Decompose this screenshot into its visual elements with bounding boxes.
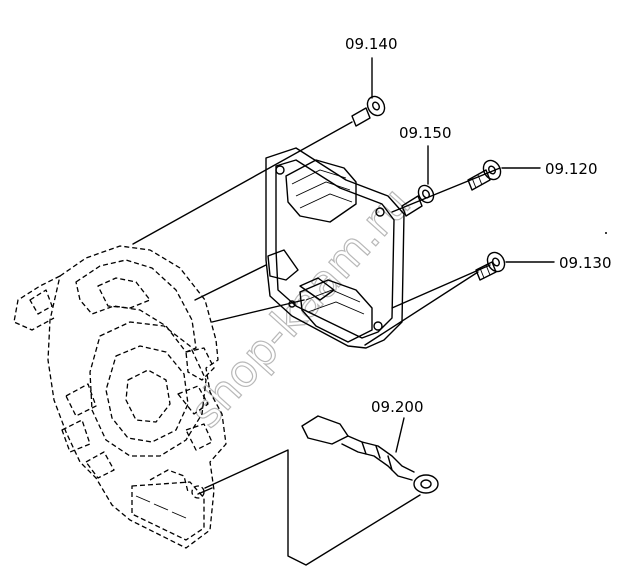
- housing-frame: [13, 245, 227, 549]
- screw-09150: [401, 184, 435, 217]
- screw-09130: [475, 251, 506, 281]
- label-09140: 09.140: [345, 35, 398, 53]
- label-09200: 09.200: [371, 398, 424, 416]
- screw-09140: [351, 95, 386, 127]
- leader-lines: [371, 57, 607, 453]
- short-circuit-wire: [301, 415, 439, 494]
- label-09130: 09.130: [559, 254, 612, 272]
- label-09120: 09.120: [545, 160, 598, 178]
- label-09150: 09.150: [399, 124, 452, 142]
- screw-09120: [467, 159, 502, 191]
- assembly-lines: [132, 121, 501, 566]
- ignition-module: [265, 147, 405, 349]
